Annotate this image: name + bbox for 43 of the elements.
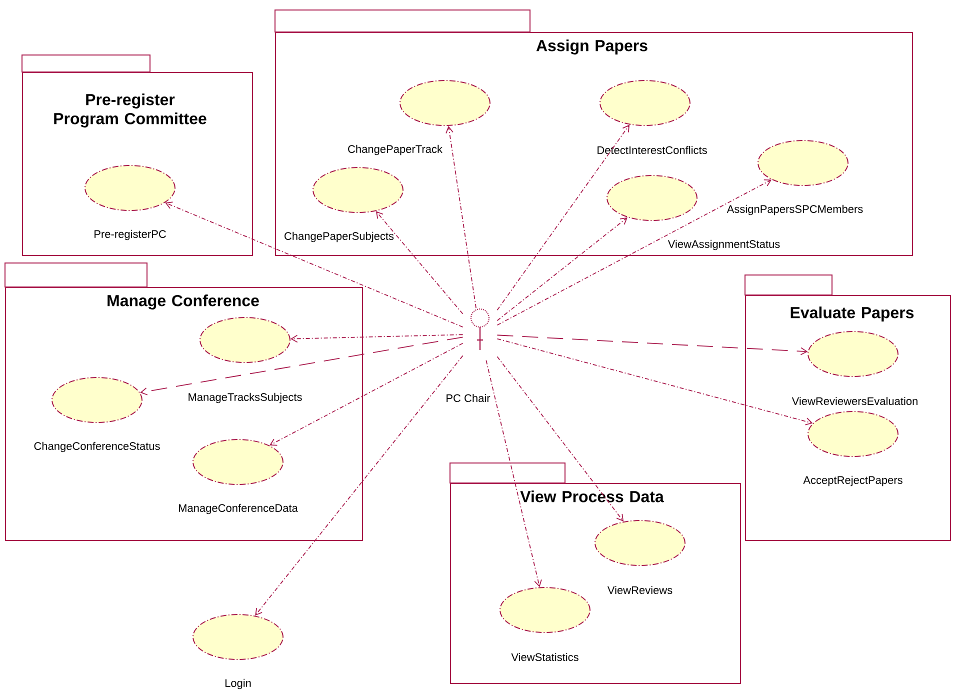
node-label: ViewStatistics [511,652,578,662]
node-label: ChangeConferenceStatus [34,442,160,452]
dependency-arrow [496,356,624,522]
use-case: ViewReviews [594,520,686,594]
node-label: Login [225,678,251,690]
use-case: ChangeConferenceStatus [34,377,160,452]
use-case: ChangePaperSubjects [284,167,404,242]
node-label: PC Chair [446,394,490,402]
dependency-arrow [446,126,476,308]
dependency-arrow [496,338,813,426]
dependency-arrow [486,360,542,588]
node-label: ChangePaperSubjects [284,232,394,242]
dependency-arrow [255,355,464,616]
node-label: ViewReviews [607,586,672,594]
use-case: ViewReviewersEvaluation [792,331,918,406]
node-label: Pre-registerPC [94,230,166,240]
dependency-arrow [290,334,464,343]
use-case: Pre-registerPC [84,165,176,240]
node-label: AcceptRejectPapers [803,476,902,486]
dependency-arrow [376,211,464,314]
use-case: ManageTracksSubjects [188,317,302,404]
dependency-arrow [165,202,464,328]
dependency-arrow [496,179,772,326]
node-label: ViewReviewersEvaluation [792,396,918,406]
use-case: DetectInterestConflicts [598,80,707,154]
use-case: AcceptRejectPapers [803,411,902,486]
use-case: ViewStatistics [500,587,590,662]
dependency-arrow [496,217,628,322]
dependency-arrow [496,334,808,356]
node-label: ManageTracksSubjects [188,392,302,404]
dependency-arrow [496,124,630,311]
dependency-arrow [269,342,464,446]
use-case: AssignPapersSPCMembers [726,140,863,216]
use-case: Login [192,614,284,690]
node-label: ChangePaperTrack [348,144,442,156]
node-label: AssignPapersSPCMembers [726,204,863,216]
actor: PC Chair [446,308,490,402]
node-label: ViewAssignmentStatus [668,240,780,250]
use-case: ManageConferenceData [178,439,298,514]
use-case: ChangePaperTrack [348,80,490,156]
node-label: ManageConferenceData [178,504,298,514]
dependency-arrow [140,336,464,396]
node-label: DetectInterestConflicts [598,146,707,154]
